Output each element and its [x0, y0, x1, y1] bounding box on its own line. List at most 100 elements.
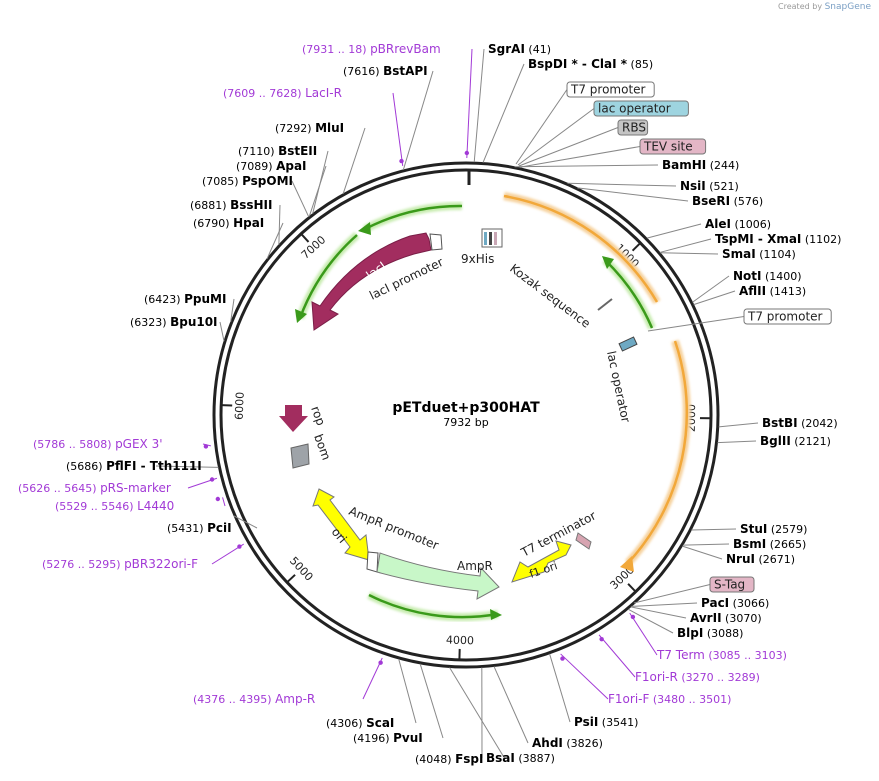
enzyme-site-scai[interactable]: (4306) ScaI	[326, 716, 394, 730]
enzyme-site-bsshii[interactable]: (6881) BssHII	[190, 198, 272, 212]
orf-bottom-arrowhead	[490, 609, 502, 620]
t7-terminator-marker[interactable]	[575, 532, 592, 550]
primer-t7-term[interactable]: T7 Term (3085 .. 3103)	[630, 614, 787, 662]
enzyme-name: Bpu10I	[170, 315, 217, 329]
primer-pgex-3[interactable]: (5786 .. 5808) pGEX 3'	[33, 437, 209, 451]
primer-l4440[interactable]: (5529 .. 5546) L4440	[55, 496, 221, 513]
enzyme-site-mlui[interactable]: (7292) MluI	[275, 121, 344, 135]
enzyme-site-blpi[interactable]: BlpI (3088)	[677, 626, 743, 640]
primer-position: (7931 .. 18)	[302, 43, 370, 56]
enzyme-site-smai[interactable]: SmaI (1104)	[722, 247, 796, 261]
enzyme-site-ppumi[interactable]: (6423) PpuMI	[144, 292, 226, 306]
orf-left[interactable]	[298, 234, 358, 319]
laci-promoter-box[interactable]	[429, 233, 443, 251]
feature-label-lac-operator[interactable]: lac operator	[593, 100, 689, 117]
enzyme-site-fspi[interactable]: (4048) FspI	[415, 752, 483, 766]
orf-right-glow	[602, 257, 656, 330]
primer-pbr322ori-f[interactable]: (5276 .. 5295) pBR322ori-F	[42, 544, 242, 571]
enzyme-position: (4196)	[353, 732, 393, 745]
enzyme-site-nsii[interactable]: NsiI (521)	[680, 179, 739, 193]
ori-arrow[interactable]	[312, 488, 370, 561]
primer-leader-f1ori-f	[560, 653, 609, 700]
feature-label-rbs[interactable]: RBS	[617, 119, 649, 136]
enzyme-site-aflii[interactable]: AflII (1413)	[739, 284, 806, 298]
primer-pbrrevbam[interactable]: (7931 .. 18) pBRrevBam	[302, 42, 470, 156]
feature-label-tev-site[interactable]: TEV site	[639, 138, 707, 155]
his-tag-label: 9xHis	[461, 252, 494, 266]
enzyme-site-ahdi[interactable]: AhdI (3826)	[532, 736, 603, 750]
enzyme-site-bpu10i[interactable]: (6323) Bpu10I	[130, 315, 218, 329]
enzyme-site-nrui[interactable]: NruI (2671)	[726, 552, 795, 566]
enzyme-site-bstbi[interactable]: BstBI (2042)	[762, 416, 838, 430]
laci-gene-arrow[interactable]	[311, 232, 432, 331]
feature-box-text: T7 promoter	[570, 83, 646, 97]
primer-f1ori-r[interactable]: F1ori-R (3270 .. 3289)	[599, 636, 760, 684]
primer-laci-r[interactable]: (7609 .. 7628) LacI-R	[223, 86, 404, 164]
enzyme-site-bamhi[interactable]: BamHI (244)	[662, 158, 739, 172]
enzyme-position: (6323)	[130, 316, 170, 329]
orf-top-left[interactable]	[364, 204, 463, 231]
orf-bottom[interactable]	[368, 593, 499, 619]
enzyme-position: (2121)	[791, 435, 831, 448]
enzyme-site-bsmi[interactable]: BsmI (2665)	[733, 537, 806, 551]
enzyme-leader-aflii	[693, 290, 736, 306]
enzyme-leader-ppumi	[230, 298, 235, 323]
enzyme-site-tspmi-xmai[interactable]: TspMI - XmaI (1102)	[715, 232, 841, 246]
feature-label-t7-promoter[interactable]: T7 promoter	[743, 308, 832, 325]
primer-position: (3270 .. 3289)	[678, 671, 760, 684]
enzyme-name: BspDI * - ClaI *	[528, 57, 628, 71]
f1-ori-arrow[interactable]	[511, 540, 572, 583]
enzyme-site-psii[interactable]: PsiI (3541)	[574, 715, 638, 729]
enzyme-site-bglii[interactable]: BglII (2121)	[760, 434, 831, 448]
enzyme-site-bseri[interactable]: BseRI (576)	[692, 194, 763, 208]
primer-f1ori-f[interactable]: F1ori-F (3480 .. 3501)	[560, 656, 731, 706]
enzyme-site-bsai[interactable]: BsaI (3887)	[486, 751, 555, 765]
primer-amp-r[interactable]: (4376 .. 4395) Amp-R	[193, 660, 383, 706]
primer-site-marker	[630, 614, 636, 620]
ampr-label: AmpR	[457, 559, 493, 573]
enzyme-name: BssHII	[230, 198, 272, 212]
enzyme-site-alei[interactable]: AleI (1006)	[705, 217, 771, 231]
feature-label-t7-promoter[interactable]: T7 promoter	[566, 81, 655, 98]
enzyme-site-bsteii[interactable]: (7110) BstEII	[238, 144, 317, 158]
enzyme-site-pspomi[interactable]: (7085) PspOMI	[202, 174, 293, 188]
enzyme-site-paci[interactable]: PacI (3066)	[701, 596, 769, 610]
enzyme-site-pflfi-tth111i[interactable]: (5686) PflFI - Tth111I	[66, 459, 202, 473]
enzyme-site-noti[interactable]: NotI (1400)	[733, 269, 802, 283]
ampr-promoter-marker[interactable]	[366, 551, 379, 573]
enzyme-site-bspdi-clai[interactable]: BspDI * - ClaI * (85)	[528, 57, 653, 71]
orf-arc-2[interactable]	[627, 340, 689, 564]
primer-label: (5276 .. 5295) pBR322ori-F	[42, 557, 198, 571]
his-tag-marker-2	[489, 232, 492, 245]
enzyme-site-avrii[interactable]: AvrII (3070)	[690, 611, 762, 625]
bom-marker[interactable]	[290, 443, 310, 469]
enzyme-label: (7089) ApaI	[236, 159, 307, 173]
enzyme-site-pvui[interactable]: (4196) PvuI	[353, 731, 423, 745]
enzyme-label: BsmI (2665)	[733, 537, 806, 551]
primer-label: (5626 .. 5645) pRS-marker	[18, 481, 171, 495]
lac-operator-marker[interactable]	[618, 336, 638, 352]
lac-operator-label: lac operator	[604, 350, 633, 424]
rop-arrow[interactable]	[279, 405, 308, 432]
enzyme-site-stui[interactable]: StuI (2579)	[740, 522, 807, 536]
enzyme-leader-bstapi	[402, 70, 434, 171]
enzyme-site-pcii[interactable]: (5431) PciI	[167, 521, 232, 535]
enzyme-leader-pvui	[419, 663, 444, 739]
kozak-marker[interactable]	[597, 298, 613, 311]
enzyme-site-hpai[interactable]: (6790) HpaI	[193, 216, 264, 230]
ampr-gene-arrow[interactable]	[376, 552, 500, 600]
enzyme-position: (3088)	[703, 627, 743, 640]
enzyme-site-sgrai[interactable]: SgrAI (41)	[488, 42, 551, 56]
orf-arc-1[interactable]	[503, 194, 659, 303]
enzyme-site-bstapi[interactable]: (7616) BstAPI	[343, 64, 428, 78]
label-leader-lines	[155, 48, 759, 760]
enzyme-position: (1104)	[756, 248, 796, 261]
enzyme-position: (2042)	[798, 417, 838, 430]
primer-prs-marker[interactable]: (5626 .. 5645) pRS-marker	[18, 477, 215, 495]
enzyme-site-apai[interactable]: (7089) ApaI	[236, 159, 307, 173]
enzyme-name: NsiI	[680, 179, 706, 193]
label-layer: SgrAI (41)BspDI * - ClaI * (85) BamHI (24…	[18, 42, 841, 766]
enzyme-leader-stui	[691, 528, 737, 531]
feature-label-s-tag[interactable]: S-Tag	[709, 576, 755, 593]
enzyme-position: (6790)	[193, 217, 233, 230]
